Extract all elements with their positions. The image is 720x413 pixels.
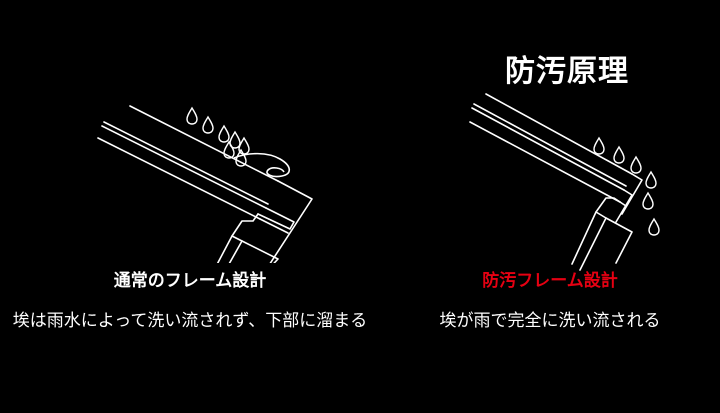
frame-outline xyxy=(469,93,643,271)
normal-frame-svg xyxy=(97,105,313,281)
anti-fouling-frame-description: 埃が雨で完全に洗い流される xyxy=(439,311,661,331)
page-title: 防汚原理 xyxy=(505,54,629,89)
water-droplets-group xyxy=(593,136,660,236)
anti-fouling-frame-svg xyxy=(469,93,660,271)
anti-fouling-frame-heading: 防汚フレーム設計 xyxy=(482,271,618,291)
normal-frame-heading: 通常のフレーム設計 xyxy=(113,271,267,291)
anti-fouling-frame-diagram xyxy=(436,88,696,277)
pooled-water-blob xyxy=(233,152,291,178)
normal-frame-description: 埃は雨水によって洗い流されず、下部に溜まる xyxy=(12,311,368,331)
frame-outline xyxy=(97,105,313,281)
normal-frame-diagram xyxy=(82,88,342,281)
water-droplets-group xyxy=(186,106,250,167)
